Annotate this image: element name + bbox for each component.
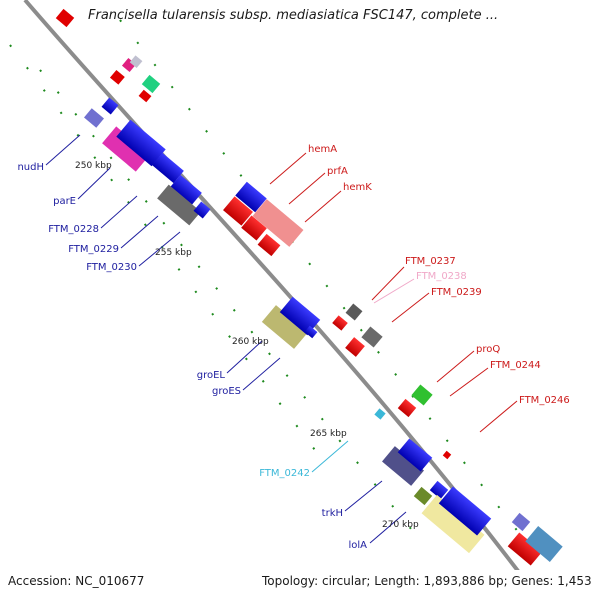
feature-block-top	[55, 8, 161, 103]
gene-label[interactable]: proQ	[476, 344, 500, 355]
gene-label[interactable]: FTM_0244	[490, 360, 541, 371]
feature-block-proQ	[374, 384, 452, 460]
gene-label[interactable]: FTM_0242	[259, 468, 310, 479]
right-gene-labels: hemA prfA hemK FTM_0237 FTM_0238 FTM_023…	[308, 144, 570, 406]
genome-map: 250 kbp 255 kbp 260 kbp 265 kbp 270 kbp …	[9, 0, 570, 570]
tick-label: 270 kbp	[382, 520, 419, 530]
left-gene-labels: nudH parE FTM_0228 FTM_0229 FTM_0230 gro…	[17, 162, 367, 551]
feature-block-hem	[223, 181, 304, 257]
summary-text: Topology: circular; Length: 1,893,886 bp…	[262, 574, 592, 588]
gene-label[interactable]: FTM_0230	[86, 262, 137, 273]
gene-label[interactable]: FTM_0239	[431, 287, 482, 298]
feature-block-parE	[84, 97, 211, 226]
feature-block-trkH	[382, 438, 563, 566]
tick-label: 265 kbp	[310, 429, 347, 439]
gene-label[interactable]: parE	[53, 196, 76, 207]
right-label-leaders	[269, 152, 518, 433]
gene-label[interactable]: nudH	[17, 162, 44, 173]
feature-block-0237	[332, 303, 383, 357]
left-label-leaders	[45, 134, 407, 544]
genome-backbone	[23, 0, 520, 570]
accession-text: Accession: NC_010677	[8, 574, 145, 588]
gene-label[interactable]: groEL	[197, 370, 226, 381]
gene-label[interactable]: FTM_0237	[405, 256, 456, 267]
gene-label[interactable]: FTM_0246	[519, 395, 570, 406]
tick-label: 250 kbp	[75, 161, 112, 171]
gene-label[interactable]: FTM_0238	[416, 271, 467, 282]
gene-label[interactable]: hemA	[308, 144, 337, 155]
gene-label[interactable]: trkH	[322, 508, 343, 519]
tick-label: 255 kbp	[155, 248, 192, 258]
gene-label[interactable]: hemK	[343, 182, 372, 193]
gene-label[interactable]: groES	[212, 386, 241, 397]
gene-label[interactable]: prfA	[327, 166, 348, 177]
gene-label[interactable]: lolA	[348, 540, 367, 551]
tick-label: 260 kbp	[232, 337, 269, 347]
feature-block-groEL	[261, 296, 321, 349]
tick-labels: 250 kbp 255 kbp 260 kbp 265 kbp 270 kbp	[75, 161, 419, 530]
gene-label[interactable]: FTM_0229	[68, 244, 119, 255]
gene-label[interactable]: FTM_0228	[48, 224, 99, 235]
map-title: Francisella tularensis subsp. mediasiati…	[88, 8, 499, 23]
